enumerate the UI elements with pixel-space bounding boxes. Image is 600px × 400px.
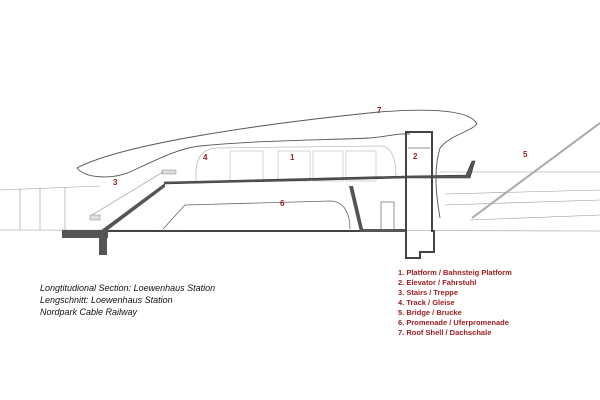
ground-slab — [62, 230, 108, 238]
legend-item: 3. Stairs / Treppe — [398, 288, 459, 297]
handrail-end — [89, 214, 101, 221]
legend-item: 5. Bridge / Brucke — [398, 308, 462, 317]
handrail-end — [161, 169, 177, 175]
label-stairs: 3 — [113, 178, 118, 187]
roof-shell — [76, 109, 478, 219]
drawing-caption: Longtitudional Section: Loewenhaus Stati… — [40, 282, 215, 318]
support-column — [349, 186, 406, 232]
legend: 1. Platform / Bahnsteig Platform 2. Elev… — [398, 268, 512, 338]
bridge-line — [471, 122, 600, 219]
label-track: 4 — [203, 153, 208, 162]
legend-item: 2. Elevator / Fahrstuhl — [398, 278, 477, 287]
legend-item: 6. Promenade / Uferpromenade — [398, 318, 509, 327]
footing — [99, 230, 107, 255]
caption-line: Longtitudional Section: Loewenhaus Stati… — [40, 283, 216, 293]
cabin-windows — [229, 150, 377, 182]
stairs — [100, 183, 165, 233]
label-roof-shell: 7 — [377, 106, 382, 115]
legend-item: 4. Track / Gleise — [398, 298, 455, 307]
platform-slab — [163, 160, 476, 185]
handrail — [91, 171, 164, 216]
label-platform: 1 — [290, 153, 295, 162]
label-elevator: 2 — [413, 152, 418, 161]
terrain-line — [0, 185, 101, 191]
door — [380, 201, 395, 231]
label-bridge: 5 — [523, 150, 528, 159]
legend-item: 7. Roof Shell / Dachschale — [398, 328, 492, 337]
promenade-volume — [162, 200, 351, 230]
legend-item: 1. Platform / Bahnsteig Platform — [398, 268, 512, 277]
elevator-shaft — [405, 131, 435, 259]
label-promenade: 6 — [280, 199, 285, 208]
cabin-outline — [195, 145, 397, 182]
caption-line: Lengschnitt: Loewenhaus Station — [40, 295, 173, 305]
caption-line: Nordpark Cable Railway — [40, 307, 138, 317]
